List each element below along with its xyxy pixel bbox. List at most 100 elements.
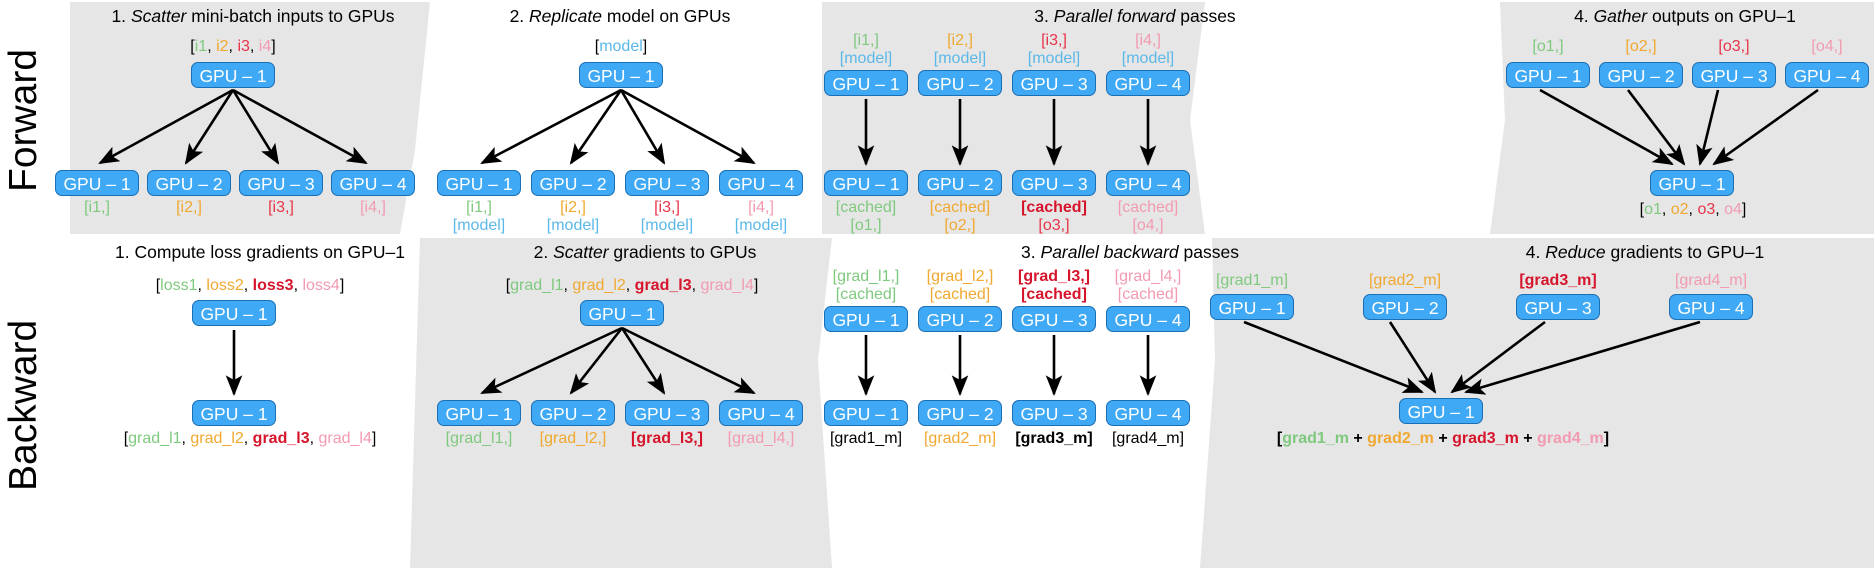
gpu-node-forward-parallel-top-3[interactable]: GPU – 3 (1012, 70, 1096, 96)
gpu-node-forward-replicate-target-1[interactable]: GPU – 1 (437, 170, 521, 196)
sep: , (625, 277, 635, 294)
forward-parallel-top-2b: [model] (918, 50, 1002, 68)
sep: , (243, 277, 253, 294)
arrow-b2-3 (620, 327, 666, 395)
gpu-node-forward-replicate-source[interactable]: GPU – 1 (579, 62, 663, 88)
gpu-node-backward-reduce-source-3[interactable]: GPU – 3 (1516, 294, 1600, 320)
gpu-node-backward-reduce-target[interactable]: GPU – 1 (1399, 398, 1483, 424)
panel-title-rest: model on GPUs (606, 6, 731, 26)
token: [grad3_m] (1519, 272, 1597, 289)
gpu-node-forward-parallel-top-1[interactable]: GPU – 1 (824, 70, 908, 96)
gpu-node-backward-loss-top[interactable]: GPU – 1 (192, 300, 276, 326)
gpu-node-forward-gather-target[interactable]: GPU – 1 (1650, 170, 1734, 196)
token: [o2,] (944, 217, 976, 234)
token: [model] (546, 217, 600, 234)
arrow-b2-1 (480, 326, 623, 395)
sep: , (243, 430, 253, 447)
gpu-node-backward-reduce-source-2[interactable]: GPU – 2 (1363, 294, 1447, 320)
token: [i1,] (84, 199, 110, 216)
gpu-node-backward-reduce-source-4[interactable]: GPU – 4 (1669, 294, 1753, 320)
token: [model] (933, 50, 987, 67)
backward-parallel-top-4b: [cached] (1094, 286, 1202, 304)
panel-title-emphasis: Parallel forward (1053, 6, 1176, 26)
backward-parallel-top-4a: [grad_l4,] (1094, 268, 1202, 286)
gpu-node-forward-parallel-bot-4[interactable]: GPU – 4 (1106, 170, 1190, 196)
gpu-node-backward-parallel-top-1[interactable]: GPU – 1 (824, 306, 908, 332)
sep: , (1715, 201, 1725, 218)
arrow-f2-4 (620, 88, 756, 165)
forward-parallel-top-2a: [i2,] (918, 32, 1002, 50)
gpu-node-forward-scatter-target-2[interactable]: GPU – 2 (147, 170, 231, 196)
arrow-f2-1 (480, 88, 622, 165)
forward-parallel-bot-2a: [cached] (918, 199, 1002, 217)
token: [cached] (1117, 199, 1179, 216)
plus: + (1518, 430, 1538, 447)
token: [grad3_m] (1015, 430, 1093, 447)
bracket-close: ] (371, 430, 377, 447)
gpu-node-forward-scatter-source[interactable]: GPU – 1 (191, 62, 275, 88)
gpu-node-forward-parallel-top-4[interactable]: GPU – 4 (1106, 70, 1190, 96)
gpu-node-backward-scatter-target-3[interactable]: GPU – 3 (625, 400, 709, 426)
gpu-node-backward-parallel-bot-4[interactable]: GPU – 4 (1106, 400, 1190, 426)
token: [cached] (835, 199, 897, 216)
token-grad4-m: grad4_m (1537, 430, 1604, 447)
gpu-node-backward-scatter-target-2[interactable]: GPU – 2 (531, 400, 615, 426)
token-grad-l3: grad_l3 (634, 277, 692, 294)
gpu-node-forward-parallel-top-2[interactable]: GPU – 2 (918, 70, 1002, 96)
sep: , (309, 430, 319, 447)
gpu-node-forward-gather-source-2[interactable]: GPU – 2 (1599, 62, 1683, 88)
gpu-node-forward-gather-source-3[interactable]: GPU – 3 (1692, 62, 1776, 88)
forward-replicate-target-label-4b: [model] (719, 217, 803, 235)
token: [o1,] (850, 217, 882, 234)
gpu-node-forward-parallel-bot-2[interactable]: GPU – 2 (918, 170, 1002, 196)
arrow-f1-1 (98, 88, 234, 165)
token: [cached] (835, 286, 897, 303)
gpu-node-forward-gather-source-1[interactable]: GPU – 1 (1506, 62, 1590, 88)
token: [model] (1121, 50, 1175, 67)
backward-reduce-result-label: [grad1_m + grad2_m + grad3_m + grad4_m] (1228, 430, 1658, 448)
arrow-b2-2 (569, 327, 624, 395)
sep: , (197, 277, 207, 294)
backward-parallel-bot-2: [grad2_m] (906, 430, 1014, 448)
arrow-f1-2 (184, 89, 235, 165)
token: [grad_l1,] (445, 430, 513, 447)
gpu-node-backward-scatter-target-4[interactable]: GPU – 4 (719, 400, 803, 426)
gpu-node-backward-parallel-top-4[interactable]: GPU – 4 (1106, 306, 1190, 332)
gpu-node-forward-gather-source-4[interactable]: GPU – 4 (1785, 62, 1869, 88)
backward-reduce-source-label-1: [grad1_m] (1192, 272, 1312, 290)
gpu-node-backward-parallel-bot-1[interactable]: GPU – 1 (824, 400, 908, 426)
token: [i4,] (360, 199, 386, 216)
bracket-open: [ (123, 430, 129, 447)
gpu-node-backward-parallel-top-3[interactable]: GPU – 3 (1012, 306, 1096, 332)
backward-parallel-top-3a: [grad_l3,] (1000, 268, 1108, 286)
gpu-node-forward-replicate-target-4[interactable]: GPU – 4 (719, 170, 803, 196)
forward-replicate-target-label-4a: [i4,] (719, 199, 803, 217)
token: [i2,] (176, 199, 202, 216)
gpu-node-backward-reduce-source-1[interactable]: GPU – 1 (1210, 294, 1294, 320)
gpu-node-forward-parallel-bot-3[interactable]: GPU – 3 (1012, 170, 1096, 196)
bracket-open: [ (594, 38, 600, 55)
gpu-node-forward-scatter-target-3[interactable]: GPU – 3 (239, 170, 323, 196)
arrow-b4-4 (1464, 320, 1701, 395)
token: [cached] (929, 286, 991, 303)
forward-parallel-top-4b: [model] (1106, 50, 1190, 68)
gpu-node-backward-parallel-bot-3[interactable]: GPU – 3 (1012, 400, 1096, 426)
backward-parallel-top-2a: [grad_l2,] (906, 268, 1014, 286)
gpu-node-forward-scatter-target-4[interactable]: GPU – 4 (331, 170, 415, 196)
gpu-node-backward-loss-bot[interactable]: GPU – 1 (192, 400, 276, 426)
plus: + (1433, 430, 1453, 447)
gpu-node-forward-replicate-target-2[interactable]: GPU – 2 (531, 170, 615, 196)
gpu-node-backward-parallel-bot-2[interactable]: GPU – 2 (918, 400, 1002, 426)
gpu-node-backward-parallel-top-2[interactable]: GPU – 2 (918, 306, 1002, 332)
gpu-node-forward-replicate-target-3[interactable]: GPU – 3 (625, 170, 709, 196)
forward-replicate-source-label: [model] (548, 38, 694, 56)
gpu-node-forward-scatter-target-1[interactable]: GPU – 1 (55, 170, 139, 196)
token: [o4,] (1811, 38, 1843, 55)
token: [grad_l3,] (630, 430, 703, 447)
token: [o2,] (1625, 38, 1657, 55)
forward-scatter-target-label-2: [i2,] (147, 199, 231, 217)
arrow-b4-3 (1450, 320, 1546, 394)
gpu-node-forward-parallel-bot-1[interactable]: GPU – 1 (824, 170, 908, 196)
gpu-node-backward-scatter-source[interactable]: GPU – 1 (580, 300, 664, 326)
gpu-node-backward-scatter-target-1[interactable]: GPU – 1 (437, 400, 521, 426)
